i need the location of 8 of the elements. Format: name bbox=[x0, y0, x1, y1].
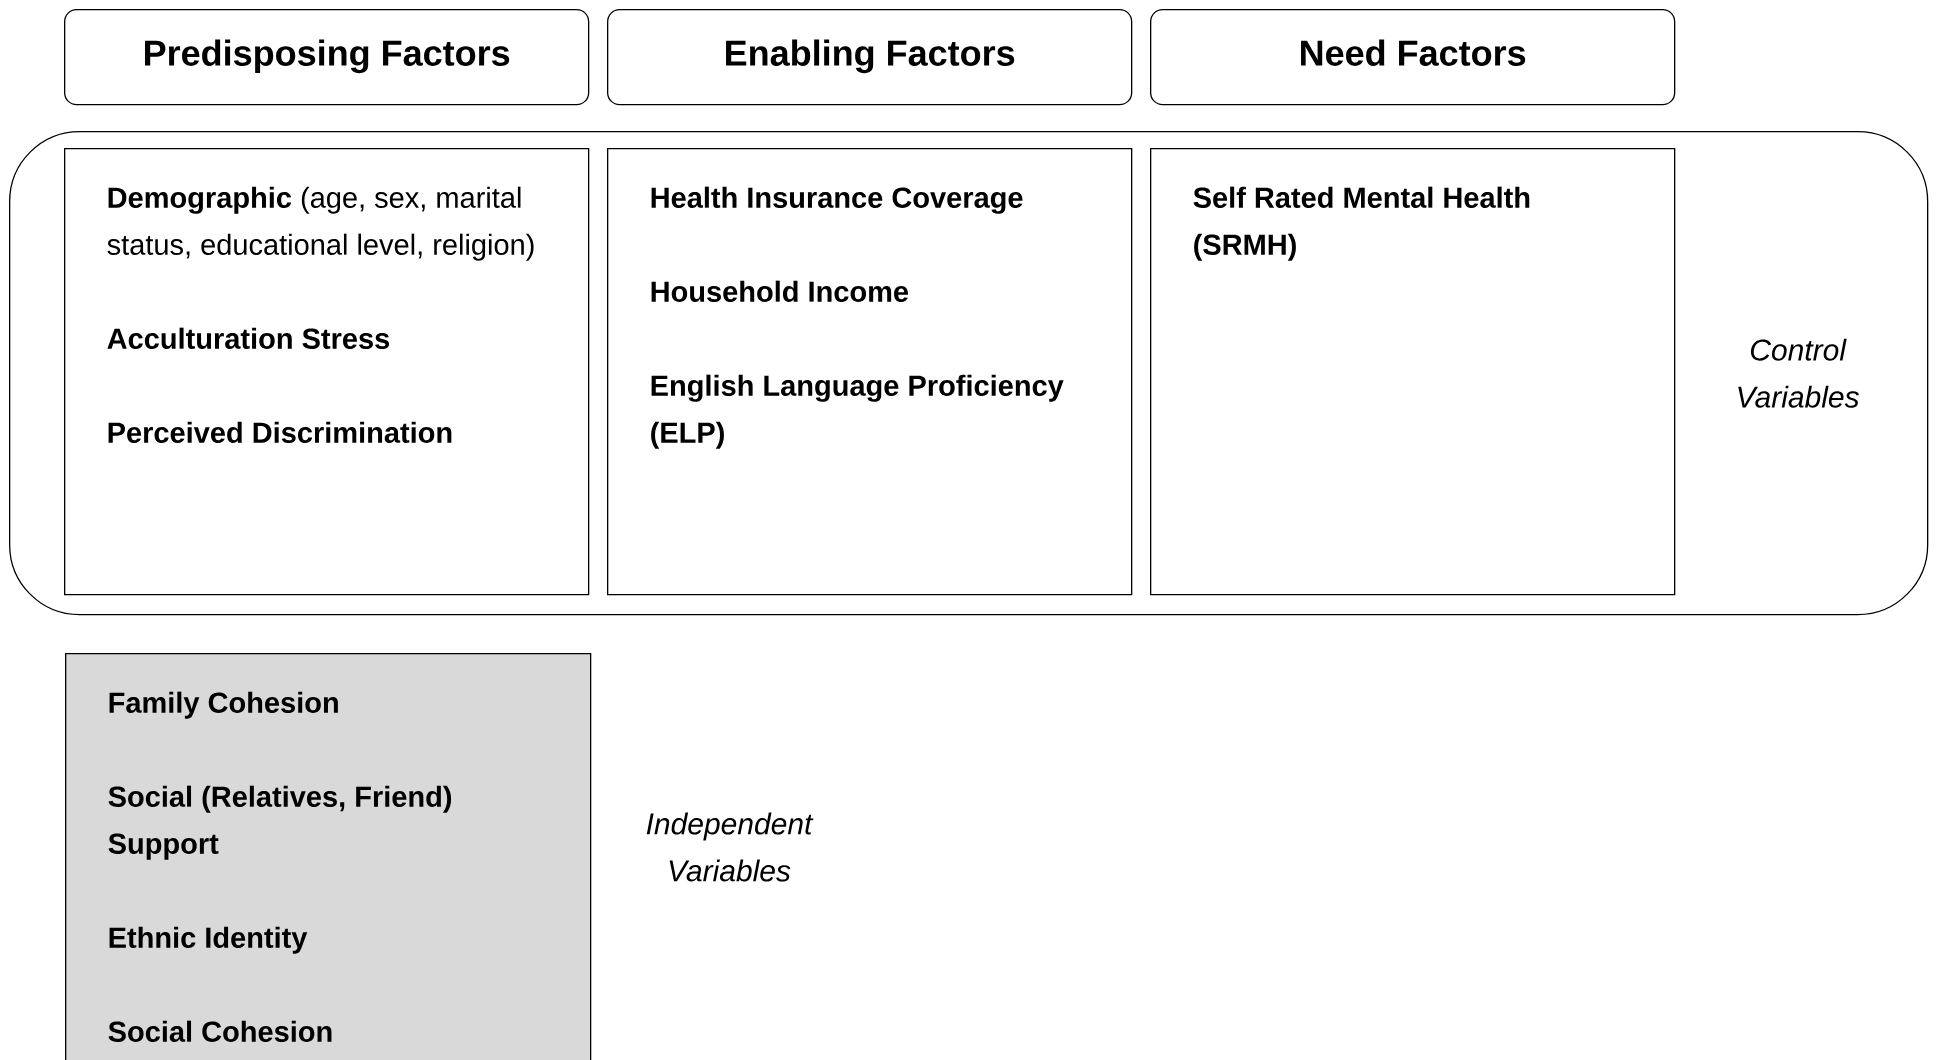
side-label: Independent Variables bbox=[646, 812, 814, 882]
factor-box: Demographic (age, sex, marital status, educational level, religion) Acculturation Stress Perceived Discrimination bbox=[64, 148, 590, 596]
factor-box: Health Insurance Coverage Household Income English Language Proficiency (ELP) bbox=[607, 148, 1133, 596]
header-box: Predisposing Factors bbox=[64, 9, 590, 106]
header-box: Enabling Factors bbox=[607, 9, 1133, 106]
header-box: Need Factors bbox=[1150, 9, 1676, 106]
factor-box: Self Rated Mental Health (SRMH) bbox=[1150, 148, 1676, 596]
factor-box: Family Cohesion Social (Relatives, Friend) Support Ethnic Identity Social Cohesion bbox=[65, 653, 592, 1060]
